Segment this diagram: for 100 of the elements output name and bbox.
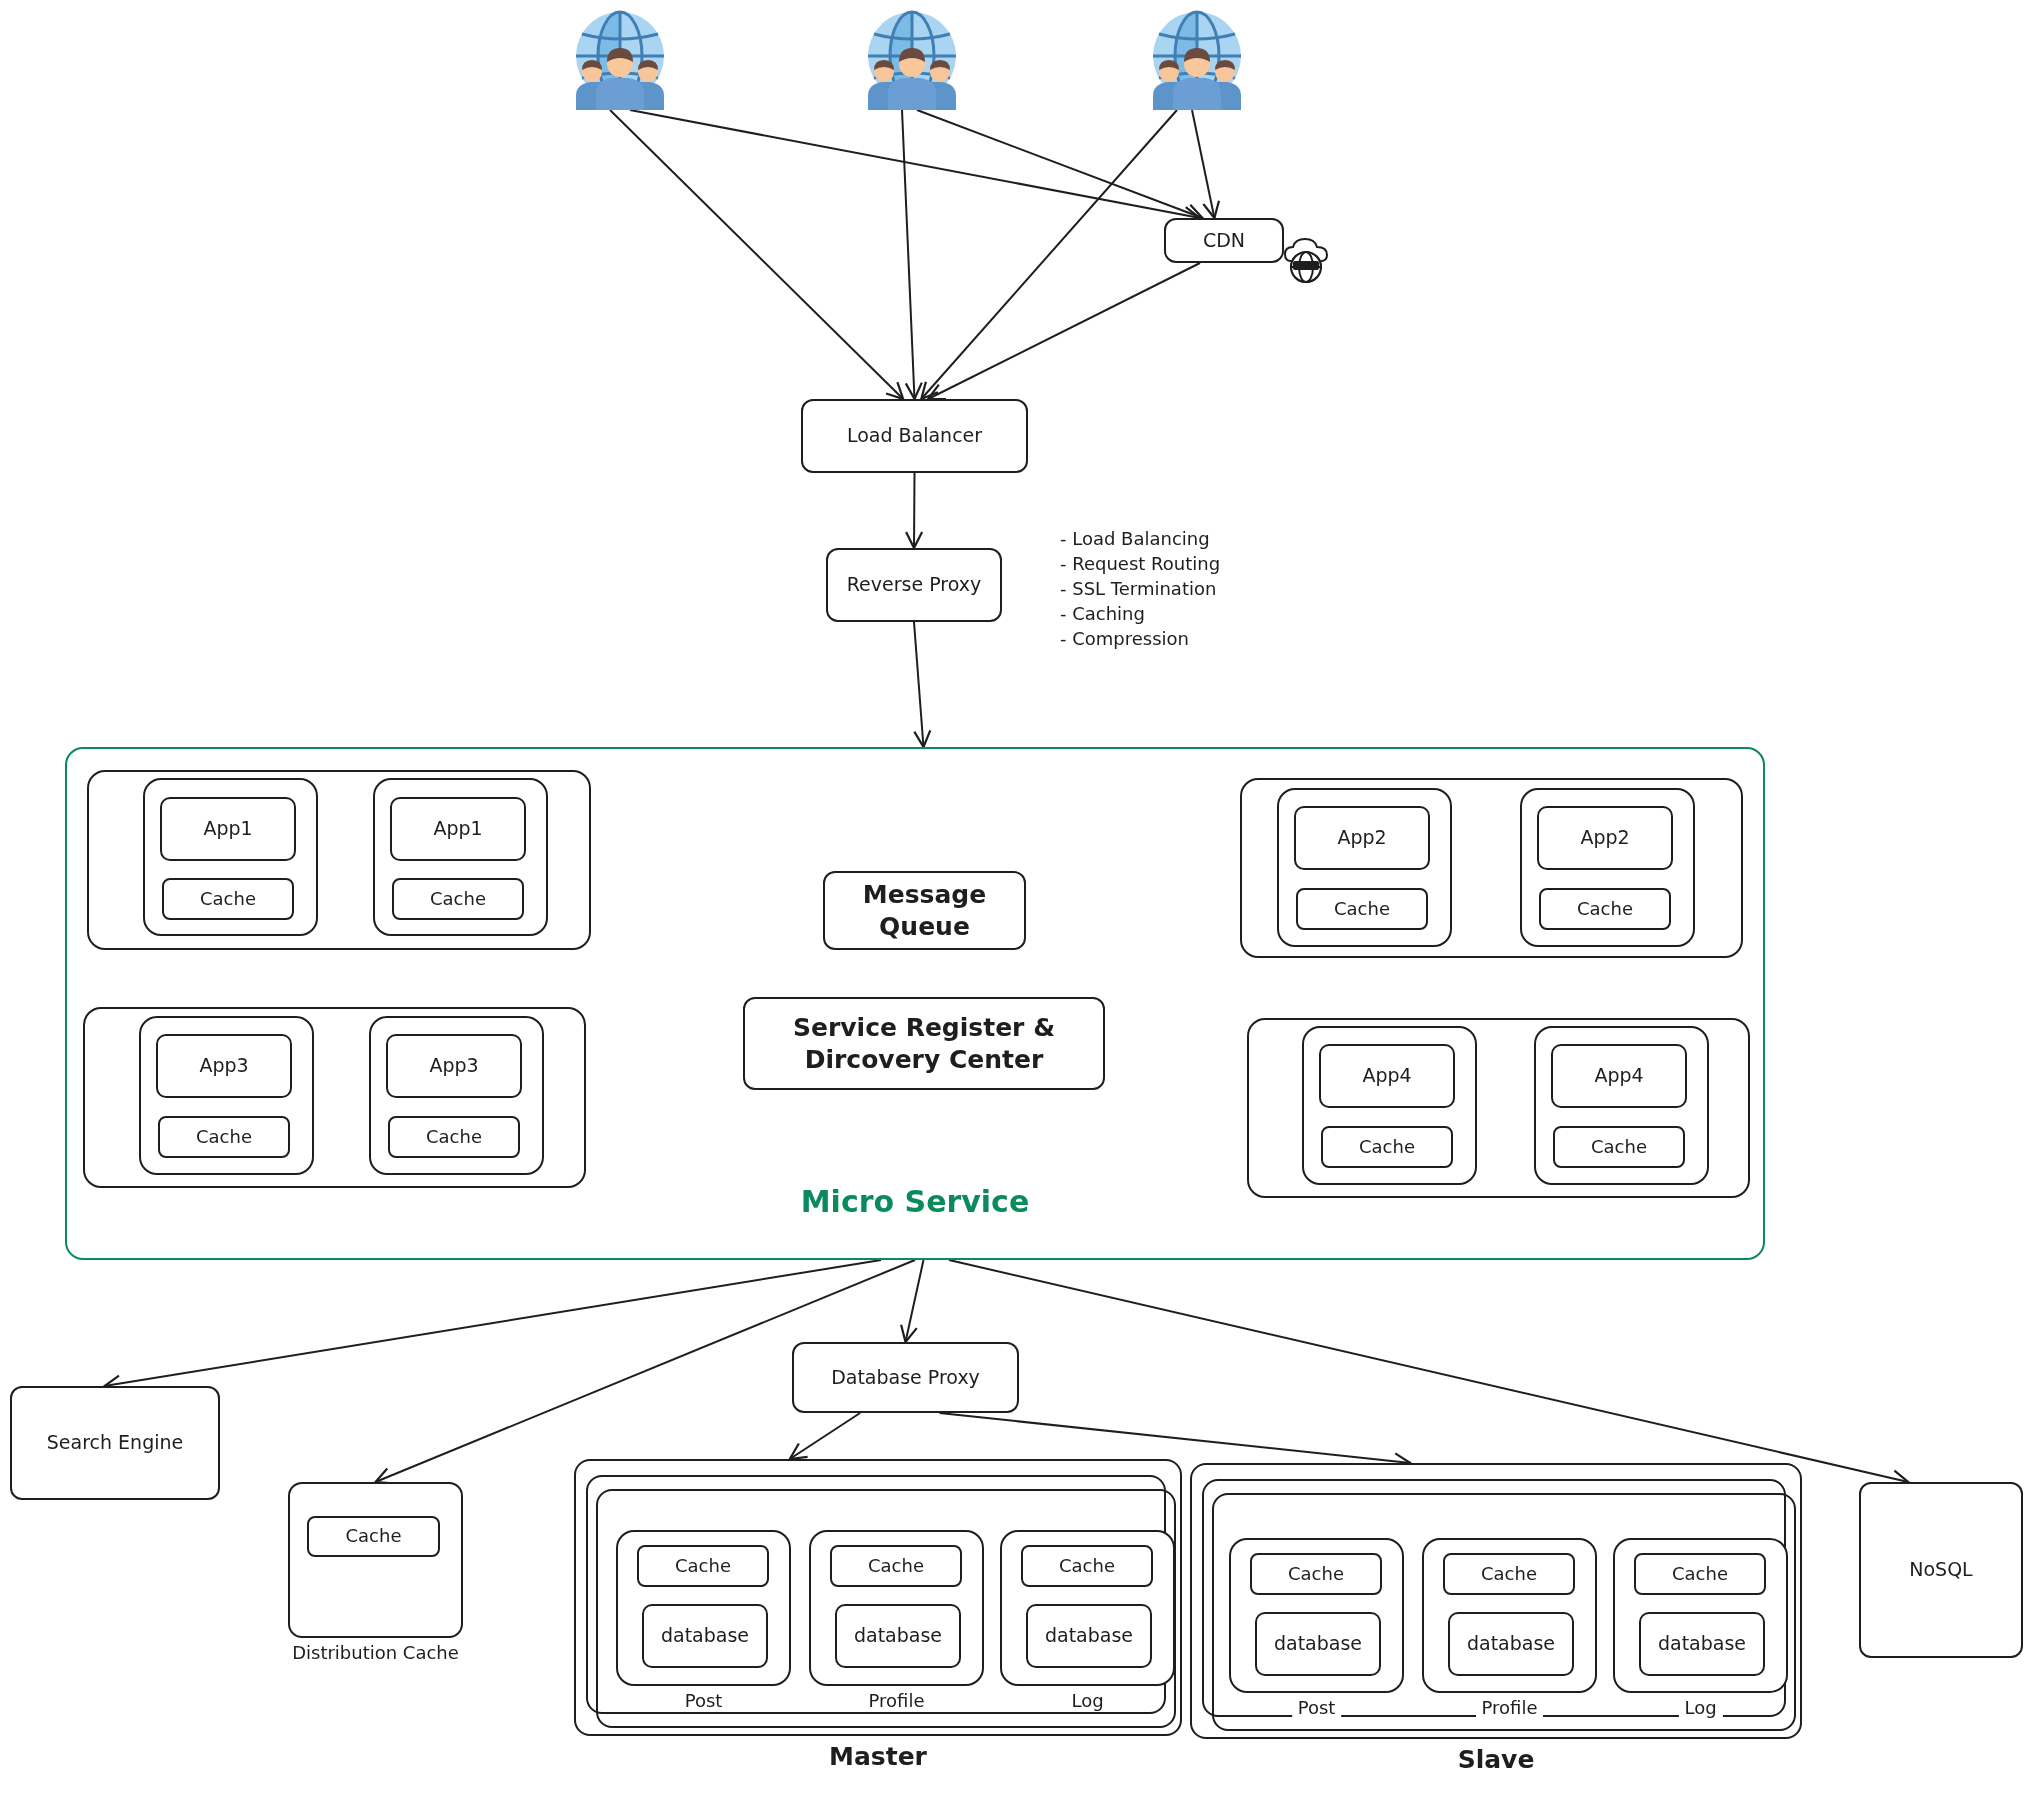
box-label: Database Proxy (830, 1365, 981, 1390)
cache-box (637, 1545, 769, 1587)
process-box (826, 548, 1002, 622)
cache-box (307, 1516, 440, 1557)
database-box (1448, 1612, 1574, 1676)
app-group-box (83, 1007, 586, 1188)
database-box (1639, 1612, 1765, 1676)
database-box (835, 1604, 961, 1668)
arrow (1191, 109, 1221, 220)
cache-box (158, 1116, 290, 1158)
box-label: Cache (199, 887, 257, 911)
process-box (1164, 218, 1284, 263)
box-label: App2 (1336, 826, 1388, 850)
box-label: database (1465, 1632, 1557, 1656)
box-label: App4 (1593, 1064, 1645, 1088)
box-label: database (1043, 1624, 1135, 1648)
server-box (373, 778, 548, 936)
box-label: database (1656, 1632, 1748, 1656)
box-label: Cache (344, 1525, 403, 1548)
service-container (65, 747, 1765, 1260)
box-label: Cache (1358, 1135, 1416, 1159)
server-box (369, 1016, 544, 1175)
box-label: Cache (867, 1554, 925, 1578)
box-label: Cache (1333, 897, 1391, 921)
server-box (143, 778, 318, 936)
app-box (1319, 1044, 1455, 1108)
box-label: Cache (425, 1125, 483, 1149)
arrow (920, 109, 1178, 401)
process-box (10, 1386, 220, 1500)
box-label: Cache (1576, 897, 1634, 921)
arrow (905, 472, 924, 550)
box-label: Cache (429, 887, 487, 911)
box-label: database (659, 1624, 751, 1648)
cache-box (392, 878, 524, 920)
app-box (1537, 806, 1673, 870)
database-box (642, 1604, 768, 1668)
arrow (916, 109, 1204, 221)
box-label: NoSQL (1908, 1558, 1974, 1582)
cache-box (1296, 888, 1428, 930)
database-box (1026, 1604, 1152, 1668)
app-group-box (87, 770, 591, 950)
cache-box (162, 878, 294, 920)
cache-box (1250, 1553, 1382, 1595)
box-label: database (1272, 1632, 1364, 1656)
box-label: Service Register & Dircovery Center (792, 1012, 1056, 1075)
arrow (374, 1259, 916, 1485)
cache-box (830, 1545, 962, 1587)
box-label: App1 (202, 817, 254, 841)
cache-box (1021, 1545, 1153, 1587)
app-box (386, 1034, 522, 1098)
box-label: Message Queue (861, 879, 988, 942)
box-label: App2 (1579, 826, 1631, 850)
arrow (913, 621, 932, 749)
box-label: Cache (1287, 1562, 1345, 1586)
app-group-box (1247, 1018, 1750, 1198)
box-label: database (852, 1624, 944, 1648)
feature-note: - SSL Termination (1060, 578, 1218, 600)
cache-box (388, 1116, 520, 1158)
cache-box (1321, 1126, 1453, 1168)
app-box (390, 797, 526, 861)
database-box (1255, 1612, 1381, 1676)
arrow (927, 262, 1201, 401)
service-box (743, 997, 1105, 1090)
server-box (1277, 788, 1452, 947)
server-box (139, 1016, 314, 1175)
box-label: Search Engine (45, 1431, 185, 1455)
feature-note: - Request Routing (1060, 553, 1221, 575)
container-label: Micro Service (799, 1182, 1031, 1220)
service-box (823, 871, 1026, 950)
process-box (792, 1342, 1019, 1413)
arrow (901, 109, 923, 401)
arrow (788, 1412, 862, 1461)
box-label: Cache (674, 1554, 732, 1578)
feature-note: - Caching (1060, 603, 1146, 625)
app-box (1551, 1044, 1687, 1108)
box-label: Reverse Proxy (845, 573, 983, 597)
server-box (1302, 1026, 1477, 1185)
box-label: Cache (195, 1125, 253, 1149)
shard-label: Profile (1475, 1697, 1544, 1719)
server-box (1534, 1026, 1709, 1185)
cache-box (1553, 1126, 1685, 1168)
cache-box (1443, 1553, 1575, 1595)
process-box (1859, 1482, 2023, 1658)
box-label: Cache (1480, 1562, 1538, 1586)
process-box (801, 399, 1028, 473)
arrow (900, 1259, 925, 1344)
box-label: Cache (1590, 1135, 1648, 1159)
feature-note: - Compression (1060, 628, 1190, 650)
box-label: App3 (198, 1054, 250, 1078)
app-group-box (1240, 778, 1743, 958)
box-label: CDN (1201, 228, 1247, 253)
app-box (156, 1034, 292, 1098)
arrow (609, 109, 905, 401)
box-label: App1 (432, 817, 484, 841)
box-label: Load Balancer (845, 424, 984, 448)
cache-box (1634, 1553, 1766, 1595)
box-label: App4 (1361, 1064, 1413, 1088)
box-label: App3 (428, 1054, 480, 1078)
app-box (1294, 806, 1430, 870)
feature-note: - Load Balancing (1060, 528, 1211, 550)
